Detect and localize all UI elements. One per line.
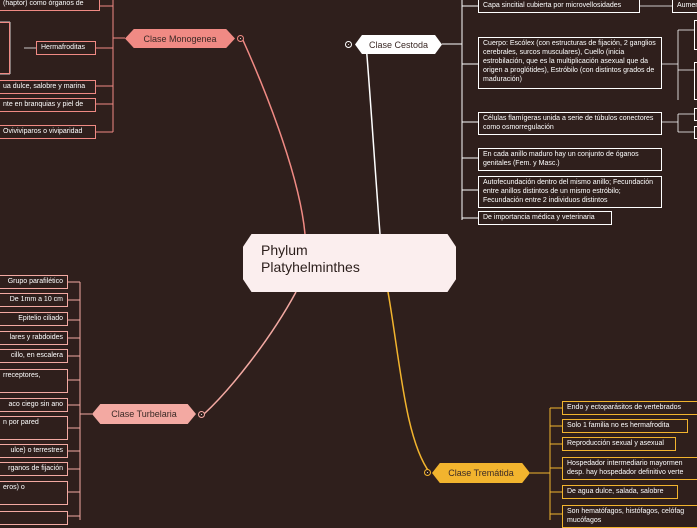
trematida-leaf-2[interactable]: Solo 1 familia no es hermafrodita (562, 419, 688, 433)
turbelaria-leaf-5[interactable]: cillo, en escalera (0, 349, 68, 363)
cestoda-leaf-anillo[interactable]: En cada anillo maduro hay un conjunto de… (478, 148, 662, 171)
collapse-toggle-icon[interactable] (237, 35, 244, 42)
link-trematida-leaves (530, 407, 562, 520)
link-root-monogenea (241, 37, 306, 235)
turbelaria-leaf-12 (0, 511, 68, 525)
link-monogenea-leaves (96, 0, 125, 133)
monogenea-leaf-5[interactable]: Oviviviparos o viviparidad (0, 125, 96, 139)
turbelaria-leaf-2[interactable]: De 1mm a 10 cm (0, 293, 68, 307)
trematida-leaf-1[interactable]: Endo y ectoparásitos de vertebrados (562, 401, 697, 415)
cestoda-subleaf-box-4 (694, 126, 697, 139)
link-root-trematida (387, 291, 431, 474)
cestoda-subleaf-box-2 (694, 62, 697, 100)
monogenea-leaf-subgroup-box (0, 22, 10, 74)
turbelaria-leaf-9[interactable]: ulce) o terrestres (0, 444, 68, 458)
trematida-leaf-6[interactable]: Son hematófagos, histófagos, celófag muc… (562, 505, 697, 528)
trematida-leaf-5[interactable]: De agua dulce, salada, salobre (562, 485, 678, 499)
cestoda-leaf-celulas[interactable]: Células flamígeras unida a serie de túbu… (478, 112, 662, 135)
branch-turbelaria[interactable]: Clase Turbelaria (92, 404, 196, 424)
collapse-toggle-icon[interactable] (345, 41, 352, 48)
central-topic[interactable]: Phylum Platyhelminthes (243, 234, 456, 292)
link-root-cestoda (365, 43, 381, 235)
collapse-toggle-icon[interactable] (424, 469, 431, 476)
trematida-leaf-4[interactable]: Hospedador intermediario mayormen desp. … (562, 457, 697, 480)
central-topic-line1: Phylum (261, 242, 308, 258)
turbelaria-leaf-8[interactable]: n por pared (0, 416, 68, 440)
cestoda-leaf-cuerpo[interactable]: Cuerpo: Escólex (con estructuras de fija… (478, 37, 662, 89)
collapse-toggle-icon[interactable] (198, 411, 205, 418)
cestoda-subleaf-aumen[interactable]: Aumen (672, 0, 697, 13)
link-root-turbelaria (203, 291, 297, 415)
monogenea-leaf-3[interactable]: ua dulce, salobre y marina (0, 80, 96, 94)
turbelaria-leaf-6[interactable]: rreceptores, (0, 369, 68, 393)
cestoda-leaf-importancia[interactable]: De importancia médica y veterinaria (478, 211, 612, 225)
turbelaria-leaf-4[interactable]: lares y rabdoides (0, 331, 68, 345)
turbelaria-leaf-10[interactable]: rganos de fijación (0, 462, 68, 476)
cestoda-leaf-fecundacion[interactable]: Autofecundación dentro del mismo anillo;… (478, 176, 662, 208)
cestoda-subleaf-box-1 (694, 20, 697, 50)
cestoda-subleaf-box-3 (694, 108, 697, 121)
turbelaria-leaf-11[interactable]: eros) o (0, 481, 68, 505)
turbelaria-leaf-7[interactable]: aco ciego sin ano (0, 398, 68, 412)
link-monogenea-sub (0, 21, 36, 75)
monogenea-leaf-1[interactable]: (haptor) como órganos de (0, 0, 100, 11)
branch-cestoda[interactable]: Clase Cestoda (355, 35, 442, 54)
branch-monogenea-label: Clase Monogenea (143, 33, 217, 44)
branch-trematida-label: Clase Tremátida (448, 468, 514, 478)
monogenea-leaf-2[interactable]: Hermafroditas (36, 41, 96, 55)
branch-trematida[interactable]: Clase Tremátida (432, 463, 530, 483)
link-turbelaria-leaves (68, 281, 92, 520)
turbelaria-leaf-3[interactable]: Epitelio ciliado (0, 312, 68, 326)
cestoda-leaf-capa[interactable]: Capa sincitial cubierta por microvellosi… (478, 0, 640, 13)
central-topic-line2: Platyhelminthes (261, 259, 360, 275)
trematida-leaf-3[interactable]: Reproducción sexual y asexual (562, 437, 676, 451)
branch-cestoda-label: Clase Cestoda (368, 39, 429, 50)
branch-turbelaria-label: Clase Turbelaria (111, 409, 177, 419)
link-cestoda-leaves (442, 0, 478, 220)
branch-monogenea[interactable]: Clase Monogenea (125, 29, 235, 48)
monogenea-leaf-4[interactable]: nte en branquias y piel de (0, 98, 96, 112)
link-cestoda-sub (640, 5, 694, 133)
turbelaria-leaf-1[interactable]: Grupo parafilético (0, 275, 68, 289)
